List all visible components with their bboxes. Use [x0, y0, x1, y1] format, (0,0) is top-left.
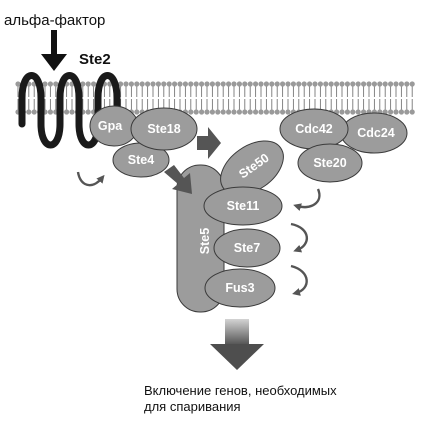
ste11-label: Ste11	[227, 199, 260, 213]
ste50-protein: Ste50	[220, 140, 284, 196]
cdc42-label: Cdc42	[295, 122, 333, 136]
fus3-protein: Fus3	[204, 268, 276, 308]
ste7-to-fus3-arrow	[290, 264, 308, 296]
cdc42-protein: Cdc42	[279, 108, 349, 150]
gpa-label: Gpa	[98, 119, 123, 133]
arrow-ste4-to-ste5	[164, 165, 192, 194]
ligand-label: альфа-фактор	[4, 12, 105, 29]
ligand-arrow	[41, 30, 67, 71]
ste4-curved-arrow	[76, 171, 105, 187]
ste11-protein: Ste11	[203, 186, 283, 226]
cdc24-label: Cdc24	[357, 126, 395, 140]
ste20-to-ste11-arrow	[293, 188, 321, 211]
ste7-protein: Ste7	[213, 228, 281, 268]
ste7-label: Ste7	[234, 241, 260, 255]
fus3-label: Fus3	[225, 281, 254, 295]
ste5-label: Ste5	[198, 228, 212, 254]
caption-line-2: для спаривания	[144, 399, 241, 414]
caption-line-1: Включение генов, необходимых	[144, 383, 337, 398]
ste2-receptor	[18, 72, 121, 149]
ste18-label: Ste18	[147, 122, 180, 136]
arrow-gbeta-to-cdc42	[197, 127, 221, 159]
cdc24-protein: Cdc24	[340, 112, 408, 154]
ste18-protein: Ste18	[130, 107, 198, 151]
ste2-label: Ste2	[79, 51, 111, 68]
ste20-label: Ste20	[313, 156, 346, 170]
ste20-protein: Ste20	[297, 143, 363, 183]
ste4-label: Ste4	[128, 153, 154, 167]
output-arrow	[210, 319, 264, 370]
ste11-to-ste7-arrow	[290, 222, 308, 253]
gpa-protein: Gpa	[89, 105, 139, 147]
